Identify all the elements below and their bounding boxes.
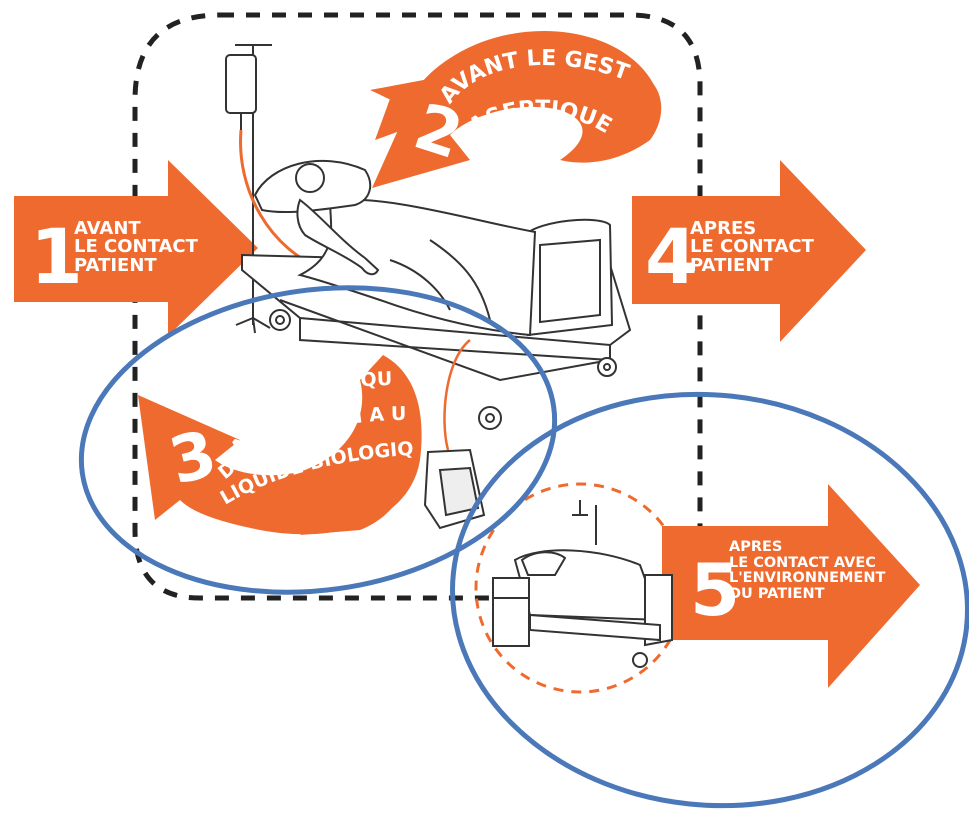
moment-4-number: 4 bbox=[645, 212, 698, 301]
arrow-5-shape bbox=[662, 484, 920, 688]
moment-1-label-line-2: LE CONTACT bbox=[74, 236, 198, 258]
moment-1-label-line-1: AVANT bbox=[74, 218, 141, 239]
bedside-table-icon bbox=[492, 577, 530, 647]
arrow-2-shape bbox=[370, 30, 662, 188]
moment-1-label-line-3: PATIENT bbox=[74, 254, 157, 276]
moment-1-label: AVANT LE CONTACT PATIENT bbox=[74, 218, 198, 276]
moment-5-label: APRES LE CONTACT AVEC L'ENVIRONNEMENT DU… bbox=[729, 539, 886, 603]
moment-4-label: APRES LE CONTACT PATIENT bbox=[690, 218, 814, 276]
moment-5-number: 5 bbox=[690, 548, 741, 632]
arrow-4-shape bbox=[632, 160, 866, 342]
moment-5-label-line-2: LE CONTACT AVEC bbox=[729, 554, 876, 571]
blue-highlight-ellipse-right bbox=[450, 391, 969, 809]
moment-5-label-line-3: L'ENVIRONNEMENT bbox=[729, 570, 886, 587]
moment-5-label-line-1: APRES bbox=[729, 539, 783, 555]
iv-drip-icon bbox=[225, 54, 257, 114]
moment-4-label-line-3: PATIENT bbox=[690, 254, 773, 276]
environment-zone-circle bbox=[474, 482, 686, 694]
moment-5-label-line-4: DU PATIENT bbox=[729, 585, 825, 602]
moment-4-label-line-2: LE CONTACT bbox=[690, 236, 814, 258]
moment-4-label-line-1: APRES bbox=[690, 218, 757, 239]
arrow-3-shape bbox=[138, 355, 422, 535]
empty-bed-illustration bbox=[492, 500, 673, 668]
blue-highlight-ellipse-left bbox=[78, 285, 558, 595]
arrow-1-shape bbox=[14, 160, 258, 336]
moment-1-number: 1 bbox=[30, 212, 83, 301]
